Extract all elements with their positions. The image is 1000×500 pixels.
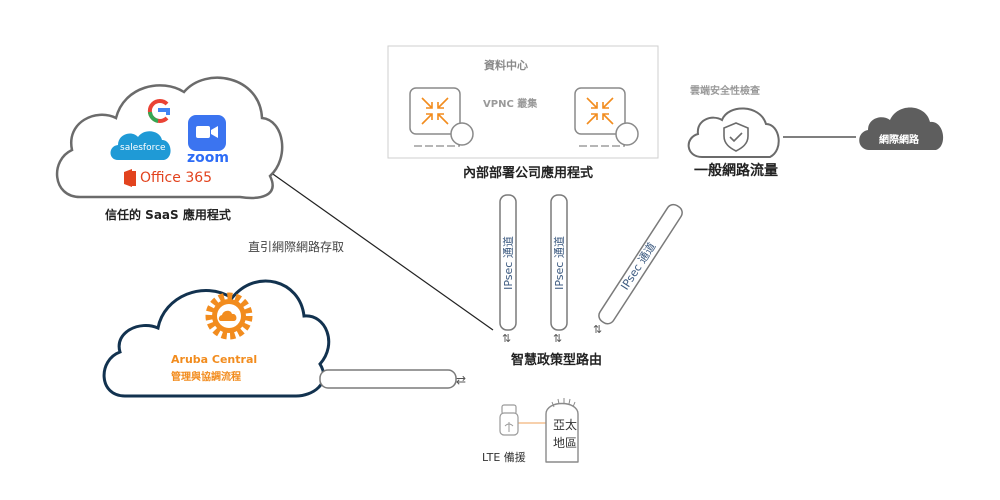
shield-check-icon	[723, 122, 749, 152]
office-365-icon	[124, 169, 136, 187]
salesforce-icon	[110, 131, 171, 160]
tunnel-arrows-2: ⇅	[553, 332, 562, 345]
general-traffic-caption: 一般網路流量	[694, 163, 778, 179]
router-caption: 智慧政策型路由	[511, 353, 603, 368]
zoom-icon	[188, 115, 226, 151]
aruba-central-subtitle: 管理與協調流程	[171, 372, 241, 383]
saas-caption: 信任的 SaaS 應用程式	[105, 208, 231, 222]
ipsec-tunnel-3	[598, 203, 683, 325]
lte-caption: LTE 備援	[482, 451, 526, 464]
tunnel-label-1: IPsec 通道	[502, 236, 515, 290]
tunnel-label-2: IPsec 通道	[553, 236, 566, 290]
datacenter-title: 資料中心	[484, 59, 528, 72]
region-line-1: 亞太	[553, 418, 578, 432]
saas-connector-line	[269, 171, 494, 331]
central-tunnel-arrows: ⇄	[456, 373, 466, 387]
vpnc-cluster-label: VPNC 叢集	[483, 99, 538, 110]
vpnc-appliance-2	[574, 87, 639, 147]
security-cloud	[687, 107, 780, 158]
central-tunnel	[319, 369, 457, 389]
lte-dongle-icon	[499, 404, 519, 436]
aruba-central-title: Aruba Central	[171, 353, 258, 366]
internet-label: 網際網路	[879, 135, 919, 146]
salesforce-label: salesforce	[120, 143, 166, 153]
vpnc-appliance-1	[409, 87, 474, 147]
google-icon	[147, 99, 170, 123]
ipsec-tunnel-1	[499, 194, 517, 331]
tunnel-arrows-1: ⇅	[502, 332, 511, 345]
datacenter-caption: 內部部署公司應用程式	[463, 166, 594, 181]
cloud-security-title: 雲端安全性檢查	[690, 86, 760, 97]
zoom-label: zoom	[187, 150, 229, 166]
ipsec-tunnel-2	[550, 194, 568, 331]
region-device	[545, 398, 579, 463]
region-line-2: 地區	[553, 436, 578, 450]
internet-cloud	[859, 107, 944, 150]
saas-cloud	[55, 76, 284, 200]
aruba-gear-icon	[205, 292, 253, 340]
tunnel-arrows-3: ⇅	[593, 323, 602, 336]
direct-internet-label: 直引網際網路存取	[248, 240, 345, 254]
office-365-label: Office 365	[140, 170, 213, 186]
